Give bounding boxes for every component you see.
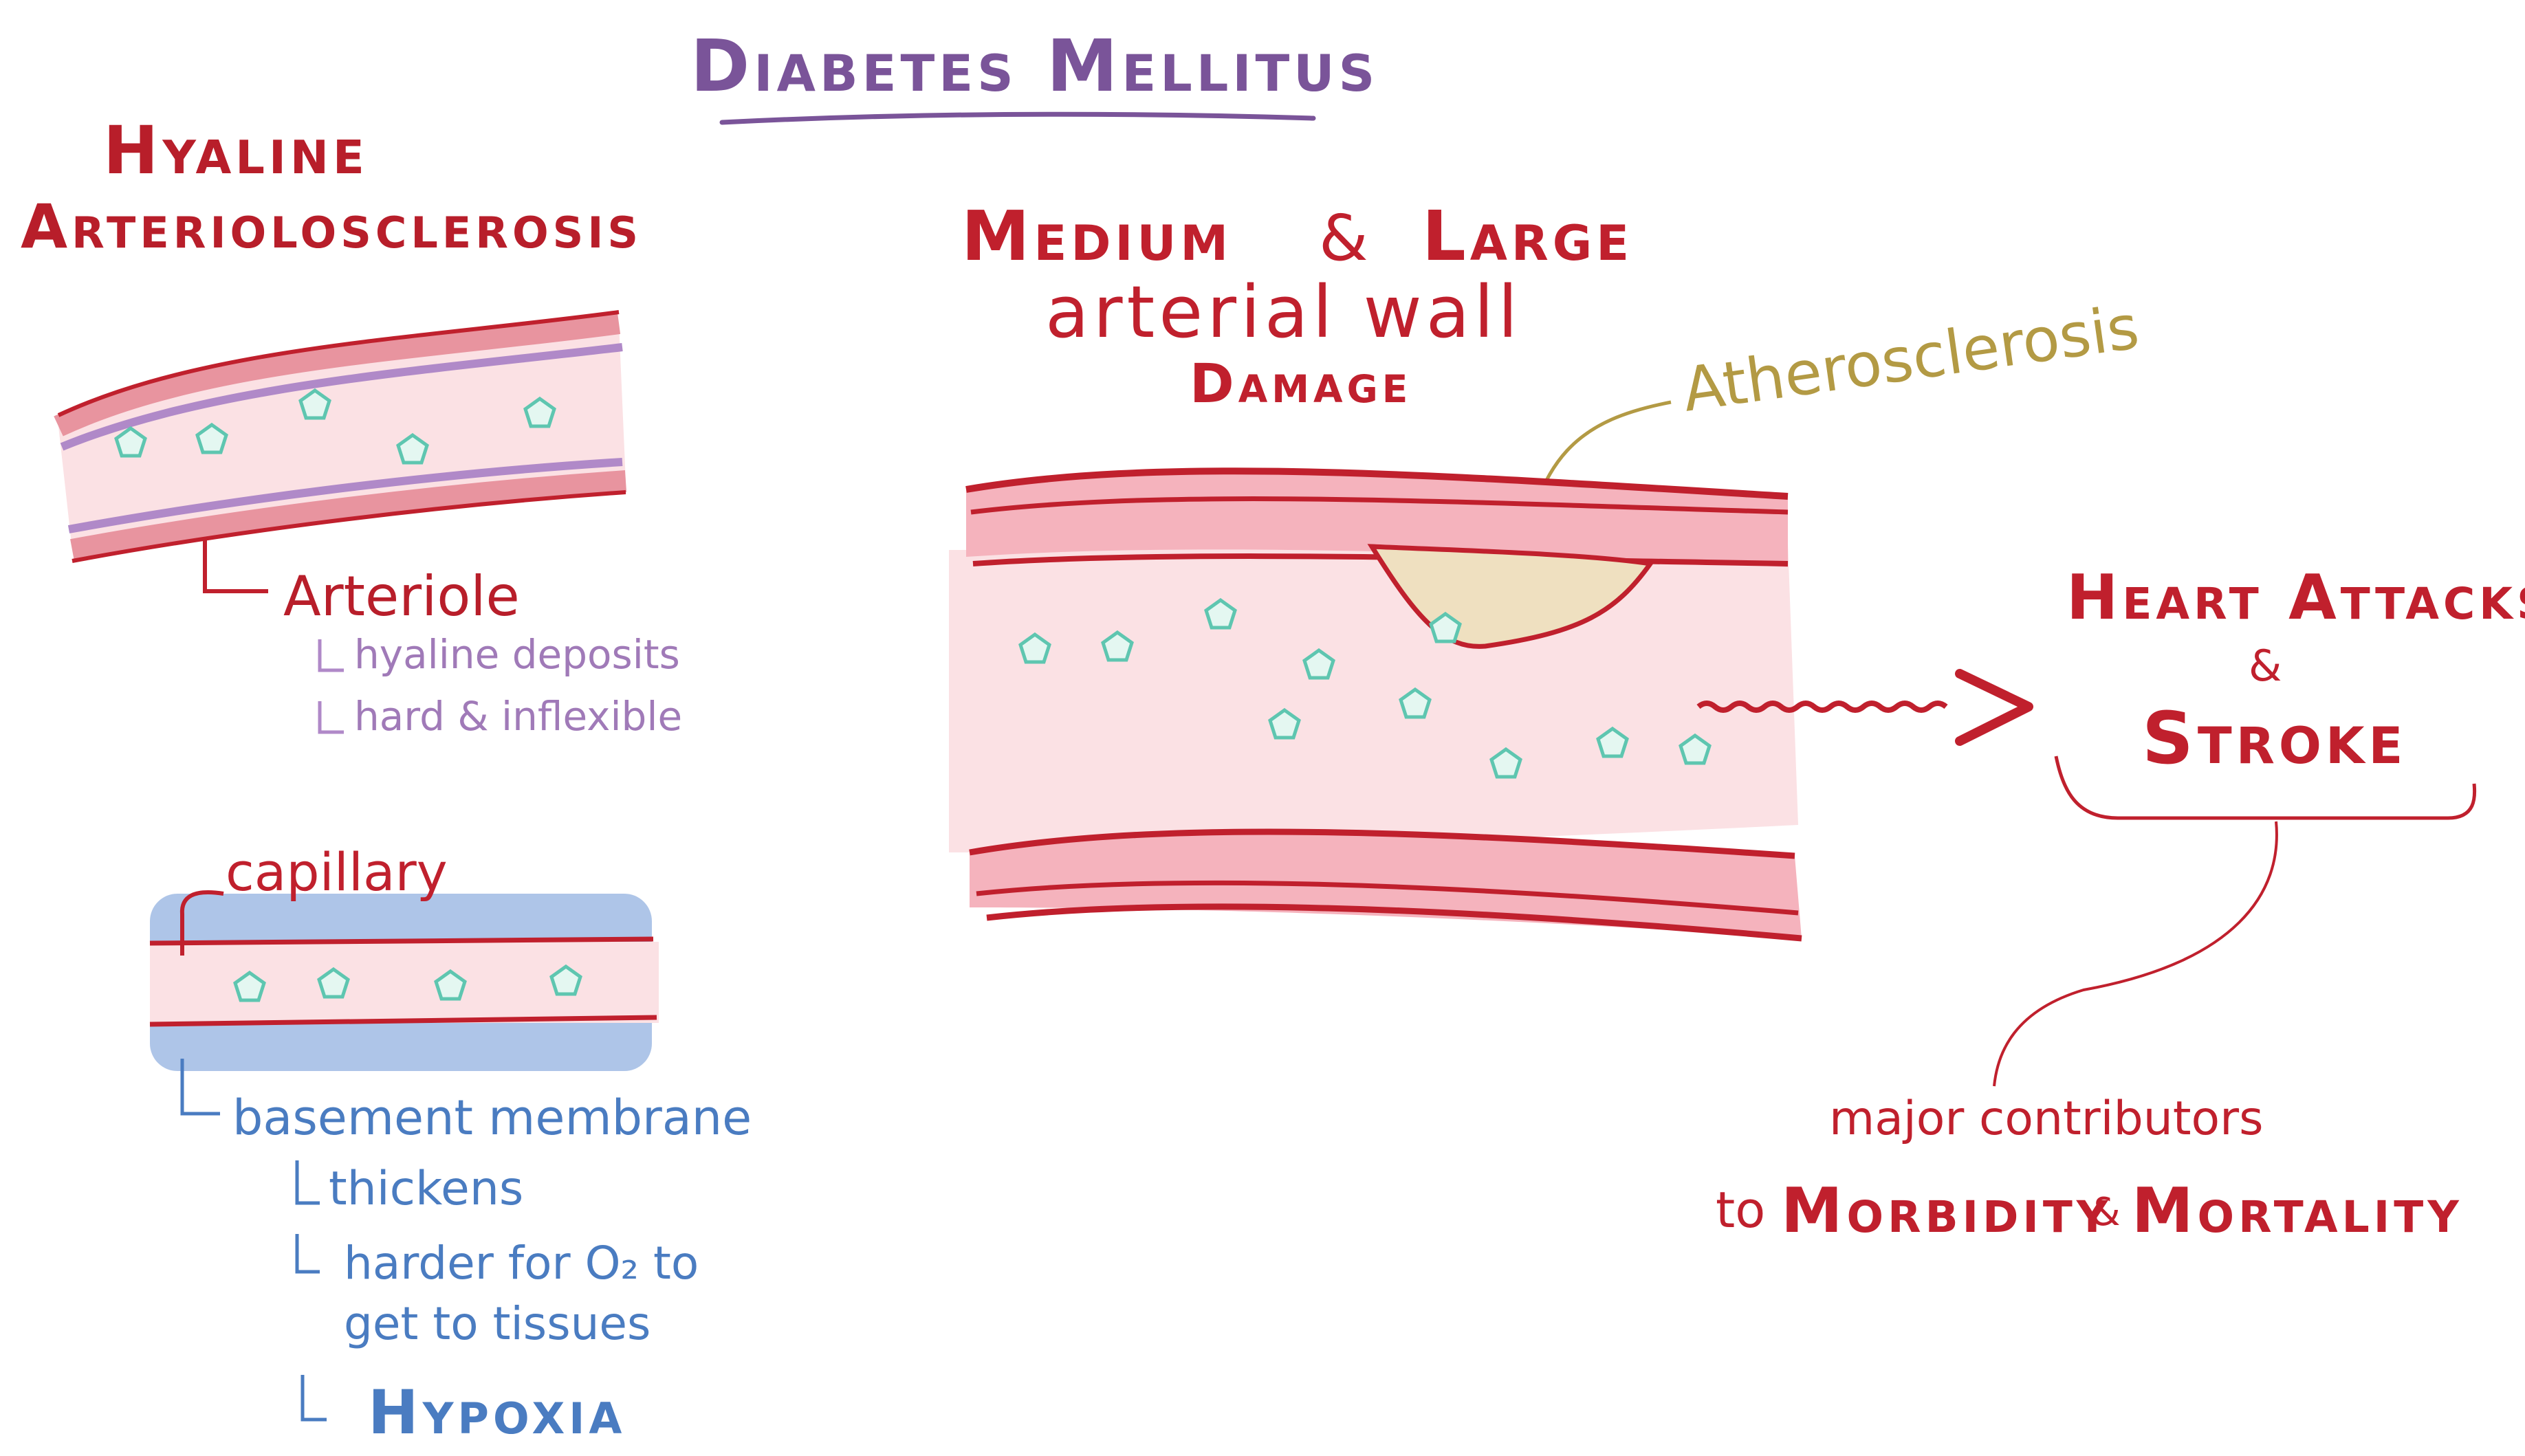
hyaline-title-line2: Arteriolosclerosis [21, 191, 642, 262]
capillary-note-1: thickens [329, 1162, 523, 1216]
page-title: Diabetes Mellitus [690, 24, 1379, 108]
artery-title-line2: arterial wall [1045, 270, 1522, 354]
hyaline-deposit-lower [67, 458, 623, 533]
contributors-morbidity: Morbidity [1781, 1175, 2112, 1247]
outcome-line2: Stroke [2142, 696, 2407, 780]
arteriole-upper-wall [54, 312, 621, 437]
arteriole-vessel [54, 310, 627, 563]
hypoxia-label: Hypoxia [368, 1377, 626, 1448]
arteriole-note-1: hyaline deposits [354, 631, 680, 678]
capillary-lower-wall [149, 1015, 657, 1027]
capillary-upper-wall [149, 936, 654, 946]
arteriole-lower-wall [70, 470, 627, 561]
hyaline-deposit-upper [60, 343, 623, 451]
contributors-line1: major contributors [1829, 1092, 2264, 1146]
large-artery-vessel [949, 467, 1802, 942]
outcome-line1: Heart Attacks [2066, 562, 2525, 634]
right-arrow-icon [1696, 701, 1948, 713]
contributors-mortality: Mortality [2132, 1175, 2463, 1247]
hyaline-title-line1: Hyaline [103, 112, 369, 189]
outcome-amp: & [2249, 641, 2282, 691]
capillary-vessel [149, 894, 659, 1071]
capillary-note-2: harder for O₂ to [344, 1237, 699, 1290]
basement-membrane-label: basement membrane [232, 1090, 752, 1146]
capillary-note-3: get to tissues [344, 1297, 651, 1350]
contributors-to: to [1716, 1181, 1765, 1239]
artery-title-medium: Medium [961, 196, 1232, 276]
arteriole-label: Arteriole [283, 564, 520, 628]
artery-title-line3: Damage [1190, 353, 1412, 415]
title-underline [719, 111, 1316, 125]
artery-title-amp: & [1319, 201, 1368, 275]
arteriole-bracket [203, 540, 268, 593]
atherosclerosis-label: Atherosclerosis [1679, 291, 2143, 426]
artery-lumen [949, 543, 1798, 852]
capillary-label: capillary [226, 841, 448, 903]
artery-upper-wall [966, 470, 1788, 567]
arteriole-note-2: hard & inflexible [354, 693, 682, 740]
artery-title-large: Large [1422, 196, 1633, 276]
outcome-connector [1993, 821, 2278, 1087]
contributors-amp: & [2090, 1190, 2121, 1235]
outcome-bracket [2054, 755, 2477, 820]
